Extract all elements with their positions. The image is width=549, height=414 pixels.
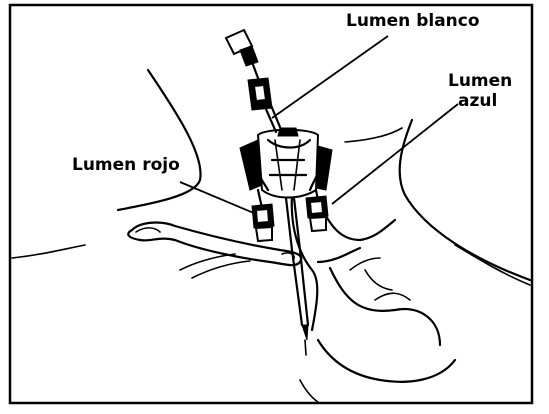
white-lumen-cap <box>226 30 258 78</box>
heart-outline <box>318 340 455 382</box>
red-lumen-extension <box>252 190 274 241</box>
white-lumen-label: Lumen blanco <box>346 11 480 31</box>
red-lumen-leader <box>180 182 256 214</box>
rib-line-1 <box>180 254 235 270</box>
blue-lumen-label-line1: Lumen <box>448 71 512 91</box>
red-lumen-label: Lumen rojo <box>72 155 180 175</box>
neck-outline-left <box>118 70 201 210</box>
white-lumen-leader <box>272 36 388 118</box>
vessel-detail-2 <box>365 270 392 290</box>
blue-lumen-extension <box>306 190 328 231</box>
white-lumen-clamp <box>248 78 272 110</box>
vein-branch-right <box>320 205 395 240</box>
vein-branch-right-lower <box>318 248 360 262</box>
vessel-detail-3 <box>300 380 318 402</box>
catheter-tip-line <box>305 340 306 355</box>
catheter-tip <box>302 325 308 340</box>
catheter-hub <box>240 128 332 198</box>
shoulder-line-left <box>12 245 85 258</box>
rib-line-3 <box>350 258 380 270</box>
blue-lumen-label-line2: azul <box>458 91 497 111</box>
rib-line-2 <box>192 261 250 278</box>
blue-lumen-leader <box>332 104 458 204</box>
vessel-loop <box>330 268 440 345</box>
clavicle-head-left <box>136 228 160 232</box>
neck-outline-right <box>400 120 530 280</box>
vessel-detail-1 <box>375 293 410 300</box>
neck-line-right-inner <box>345 128 402 142</box>
